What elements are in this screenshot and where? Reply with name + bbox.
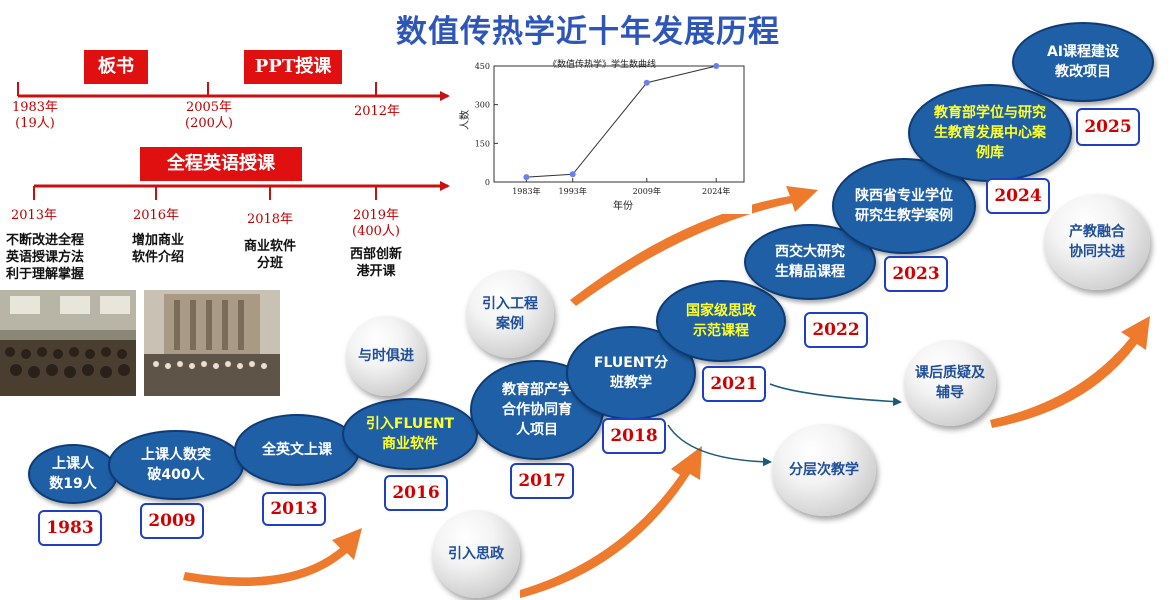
pearl-tiered-teaching: 分层次教学 — [772, 424, 876, 516]
page-title: 数值传热学近十年发展历程 — [396, 14, 780, 50]
chart-svg: 《数值传热学》学生数曲线 人数 年份 0 150 300 450 1983年 1993年 2… — [458, 58, 745, 212]
chart-frame — [493, 65, 745, 183]
data-point — [643, 79, 650, 86]
desc-2019: 西部创新港开课 — [349, 247, 402, 279]
x-tick-label: 2009年 — [633, 186, 661, 196]
year-box-2016: 2016 — [384, 475, 448, 511]
ppt-box: PPT授课 — [244, 50, 342, 84]
series-line — [526, 65, 717, 178]
data-point — [569, 171, 576, 178]
tick-1983: 1983年(19人) — [11, 100, 59, 131]
connector-2018 — [667, 424, 772, 467]
milestone-ellipse-2021: 国家级思政示范课程 — [656, 280, 786, 362]
year-box-2009: 2009 — [140, 503, 204, 539]
desc-2013: 不断改进全程英语授课方法利于理解掌握 — [5, 233, 84, 282]
chart-xlabel: 年份 — [613, 199, 633, 212]
orange-arrow-2 — [520, 446, 702, 598]
x-tick-label: 1993年 — [559, 186, 587, 196]
milestone-ellipse-1983: 上课人数19人 — [28, 444, 118, 504]
chart-ylabel: 人数 — [458, 110, 471, 130]
year-box-2018: 2018 — [602, 418, 666, 454]
pearl-after-class: 课后质疑及辅导 — [904, 340, 996, 426]
pearl-engineering-cases: 引入工程案例 — [466, 270, 554, 358]
year-box-2013: 2013 — [262, 492, 326, 526]
year-box-2024: 2024 — [986, 178, 1050, 214]
year-box-2021: 2021 — [702, 366, 766, 402]
milestone-ellipse-2022: 西交大研究生精品课程 — [744, 224, 876, 300]
x-tick-label: 2024年 — [702, 186, 730, 196]
year-box-2017: 2017 — [510, 463, 574, 499]
desc-2016: 增加商业软件介绍 — [131, 233, 184, 265]
pearl-ideological: 引入思政 — [432, 510, 520, 598]
classroom-photo — [0, 290, 136, 396]
pearl-keep-pace: 与时俱进 — [346, 316, 426, 396]
y-tick-label: 450 — [475, 62, 490, 71]
year-box-2022: 2022 — [804, 312, 868, 348]
milestone-ellipse-2018: FLUENT分班教学 — [566, 326, 696, 420]
year-box-1983: 1983 — [38, 510, 102, 546]
x-tick-label: 1983年 — [512, 186, 540, 196]
milestone-ellipse-2013: 全英文上课 — [234, 414, 360, 486]
data-point — [523, 174, 530, 181]
english-box: 全程英语授课 — [140, 147, 302, 181]
chart-title: 《数值传热学》学生数曲线 — [548, 58, 656, 70]
tick-2013: 2013年 — [10, 208, 58, 223]
group-photo — [144, 290, 280, 396]
tick-2012: 2012年 — [353, 104, 401, 119]
tick-2018: 2018年 — [246, 212, 294, 227]
data-point — [713, 63, 720, 69]
orange-arrow-3 — [570, 186, 818, 306]
milestone-ellipse-2025: AI课程建设教改项目 — [1012, 22, 1154, 102]
y-tick-label: 300 — [475, 101, 490, 110]
connector-2021 — [769, 383, 902, 407]
year-box-2025: 2025 — [1076, 108, 1140, 146]
tick-2016: 2016年 — [132, 208, 180, 223]
y-tick-label: 150 — [475, 139, 490, 148]
desc-2018: 商业软件分班 — [243, 239, 296, 271]
milestone-ellipse-2009: 上课人数突破400人 — [108, 430, 244, 500]
orange-arrow-4 — [990, 316, 1150, 428]
blackboard-box: 板书 — [84, 50, 148, 84]
tick-2005: 2005年(200人) — [185, 100, 233, 131]
y-tick-label: 0 — [485, 178, 490, 187]
orange-arrow-1 — [183, 528, 362, 586]
pearl-industry-education: 产教融合协同共进 — [1044, 194, 1150, 290]
milestone-ellipse-2024: 教育部学位与研究生教育发展中心案例库 — [908, 84, 1072, 182]
year-box-2023: 2023 — [884, 256, 948, 292]
student-count-chart: 《数值传热学》学生数曲线 人数 年份 0 150 300 450 1983年 1993年 2… — [452, 52, 752, 214]
tick-2019: 2019年(400人) — [352, 208, 400, 239]
